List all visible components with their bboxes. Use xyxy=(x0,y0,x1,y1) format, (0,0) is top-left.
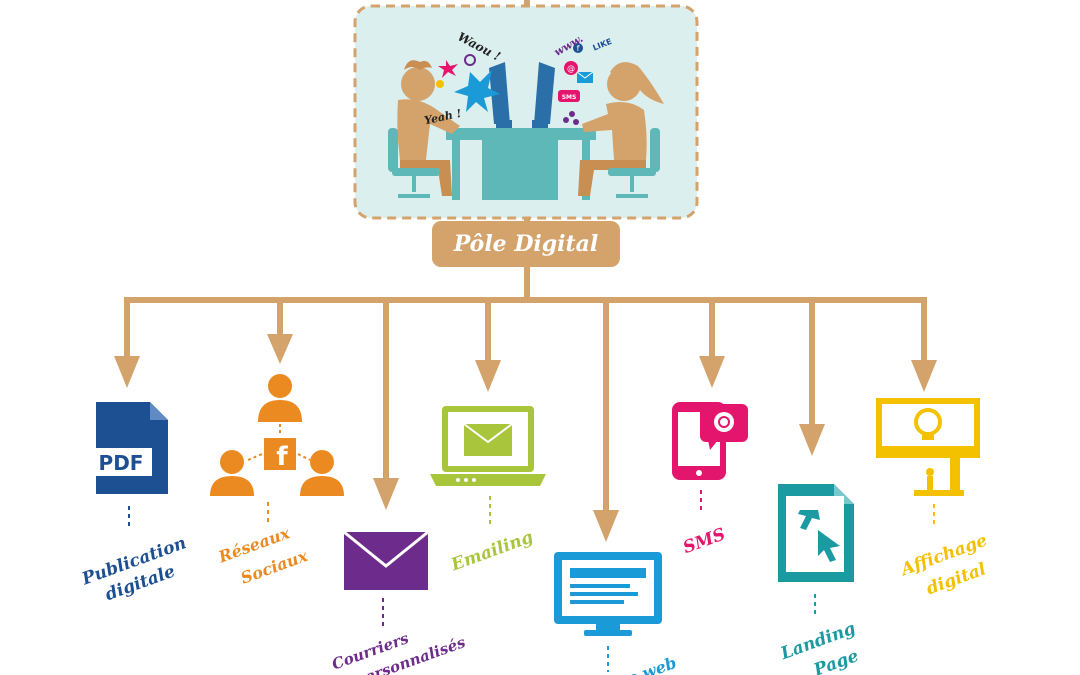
chair-icon xyxy=(608,128,660,198)
channel-landing: Landing Page xyxy=(777,484,862,675)
channel-label-line: SMS xyxy=(680,524,728,558)
branch-arrow-landing xyxy=(799,300,825,456)
channel-social: f Réseaux Sociaux xyxy=(210,374,344,588)
monitor-icon xyxy=(489,62,555,128)
laptop-mail-icon xyxy=(430,406,546,486)
web-monitor-icon xyxy=(554,552,662,636)
branch-arrow-affichage xyxy=(911,300,937,392)
branch-arrows xyxy=(114,300,937,542)
social-network-icon: f xyxy=(210,374,344,496)
bubble-sms: SMS xyxy=(562,94,577,101)
hub-illustration: @ f Waou ! Yeah ! www. LIKE SMS xyxy=(353,4,699,220)
branch-arrow-social xyxy=(267,300,293,364)
channel-emailing: Emailing xyxy=(430,406,546,576)
branch-arrow-emailing xyxy=(475,300,501,392)
chair-icon xyxy=(388,128,440,198)
channel-web: Site web xyxy=(554,552,679,675)
pdf-file-icon: PDF xyxy=(90,402,168,494)
smartphone-chat-icon xyxy=(672,402,748,480)
landing-page-icon xyxy=(778,484,854,582)
envelope-icon xyxy=(343,530,429,590)
branch-arrow-sms xyxy=(699,300,725,388)
channel-sms: SMS xyxy=(672,402,748,558)
branch-arrow-publication xyxy=(114,300,140,388)
svg-text:@: @ xyxy=(567,64,575,73)
channel-affichage: Affichage digital xyxy=(876,398,990,599)
channel-courriers: Courriers personnalisés xyxy=(330,530,468,675)
branch-arrow-courriers xyxy=(373,300,399,510)
facebook-icon: f xyxy=(276,442,288,472)
burst-icon xyxy=(436,54,500,112)
pdf-label: PDF xyxy=(99,451,144,475)
branch-arrow-web xyxy=(593,300,619,542)
billboard-icon xyxy=(876,398,980,496)
hub-label: Pôle Digital xyxy=(453,231,599,257)
channel-label-line: Site web xyxy=(601,653,679,675)
svg-text:f: f xyxy=(577,44,580,53)
message-bubbles-icon: @ f xyxy=(558,43,594,125)
channel-label-line: Emailing xyxy=(448,527,536,575)
hub-label-box xyxy=(432,221,620,267)
channel-publication: PDF Publication digitale xyxy=(79,402,189,605)
